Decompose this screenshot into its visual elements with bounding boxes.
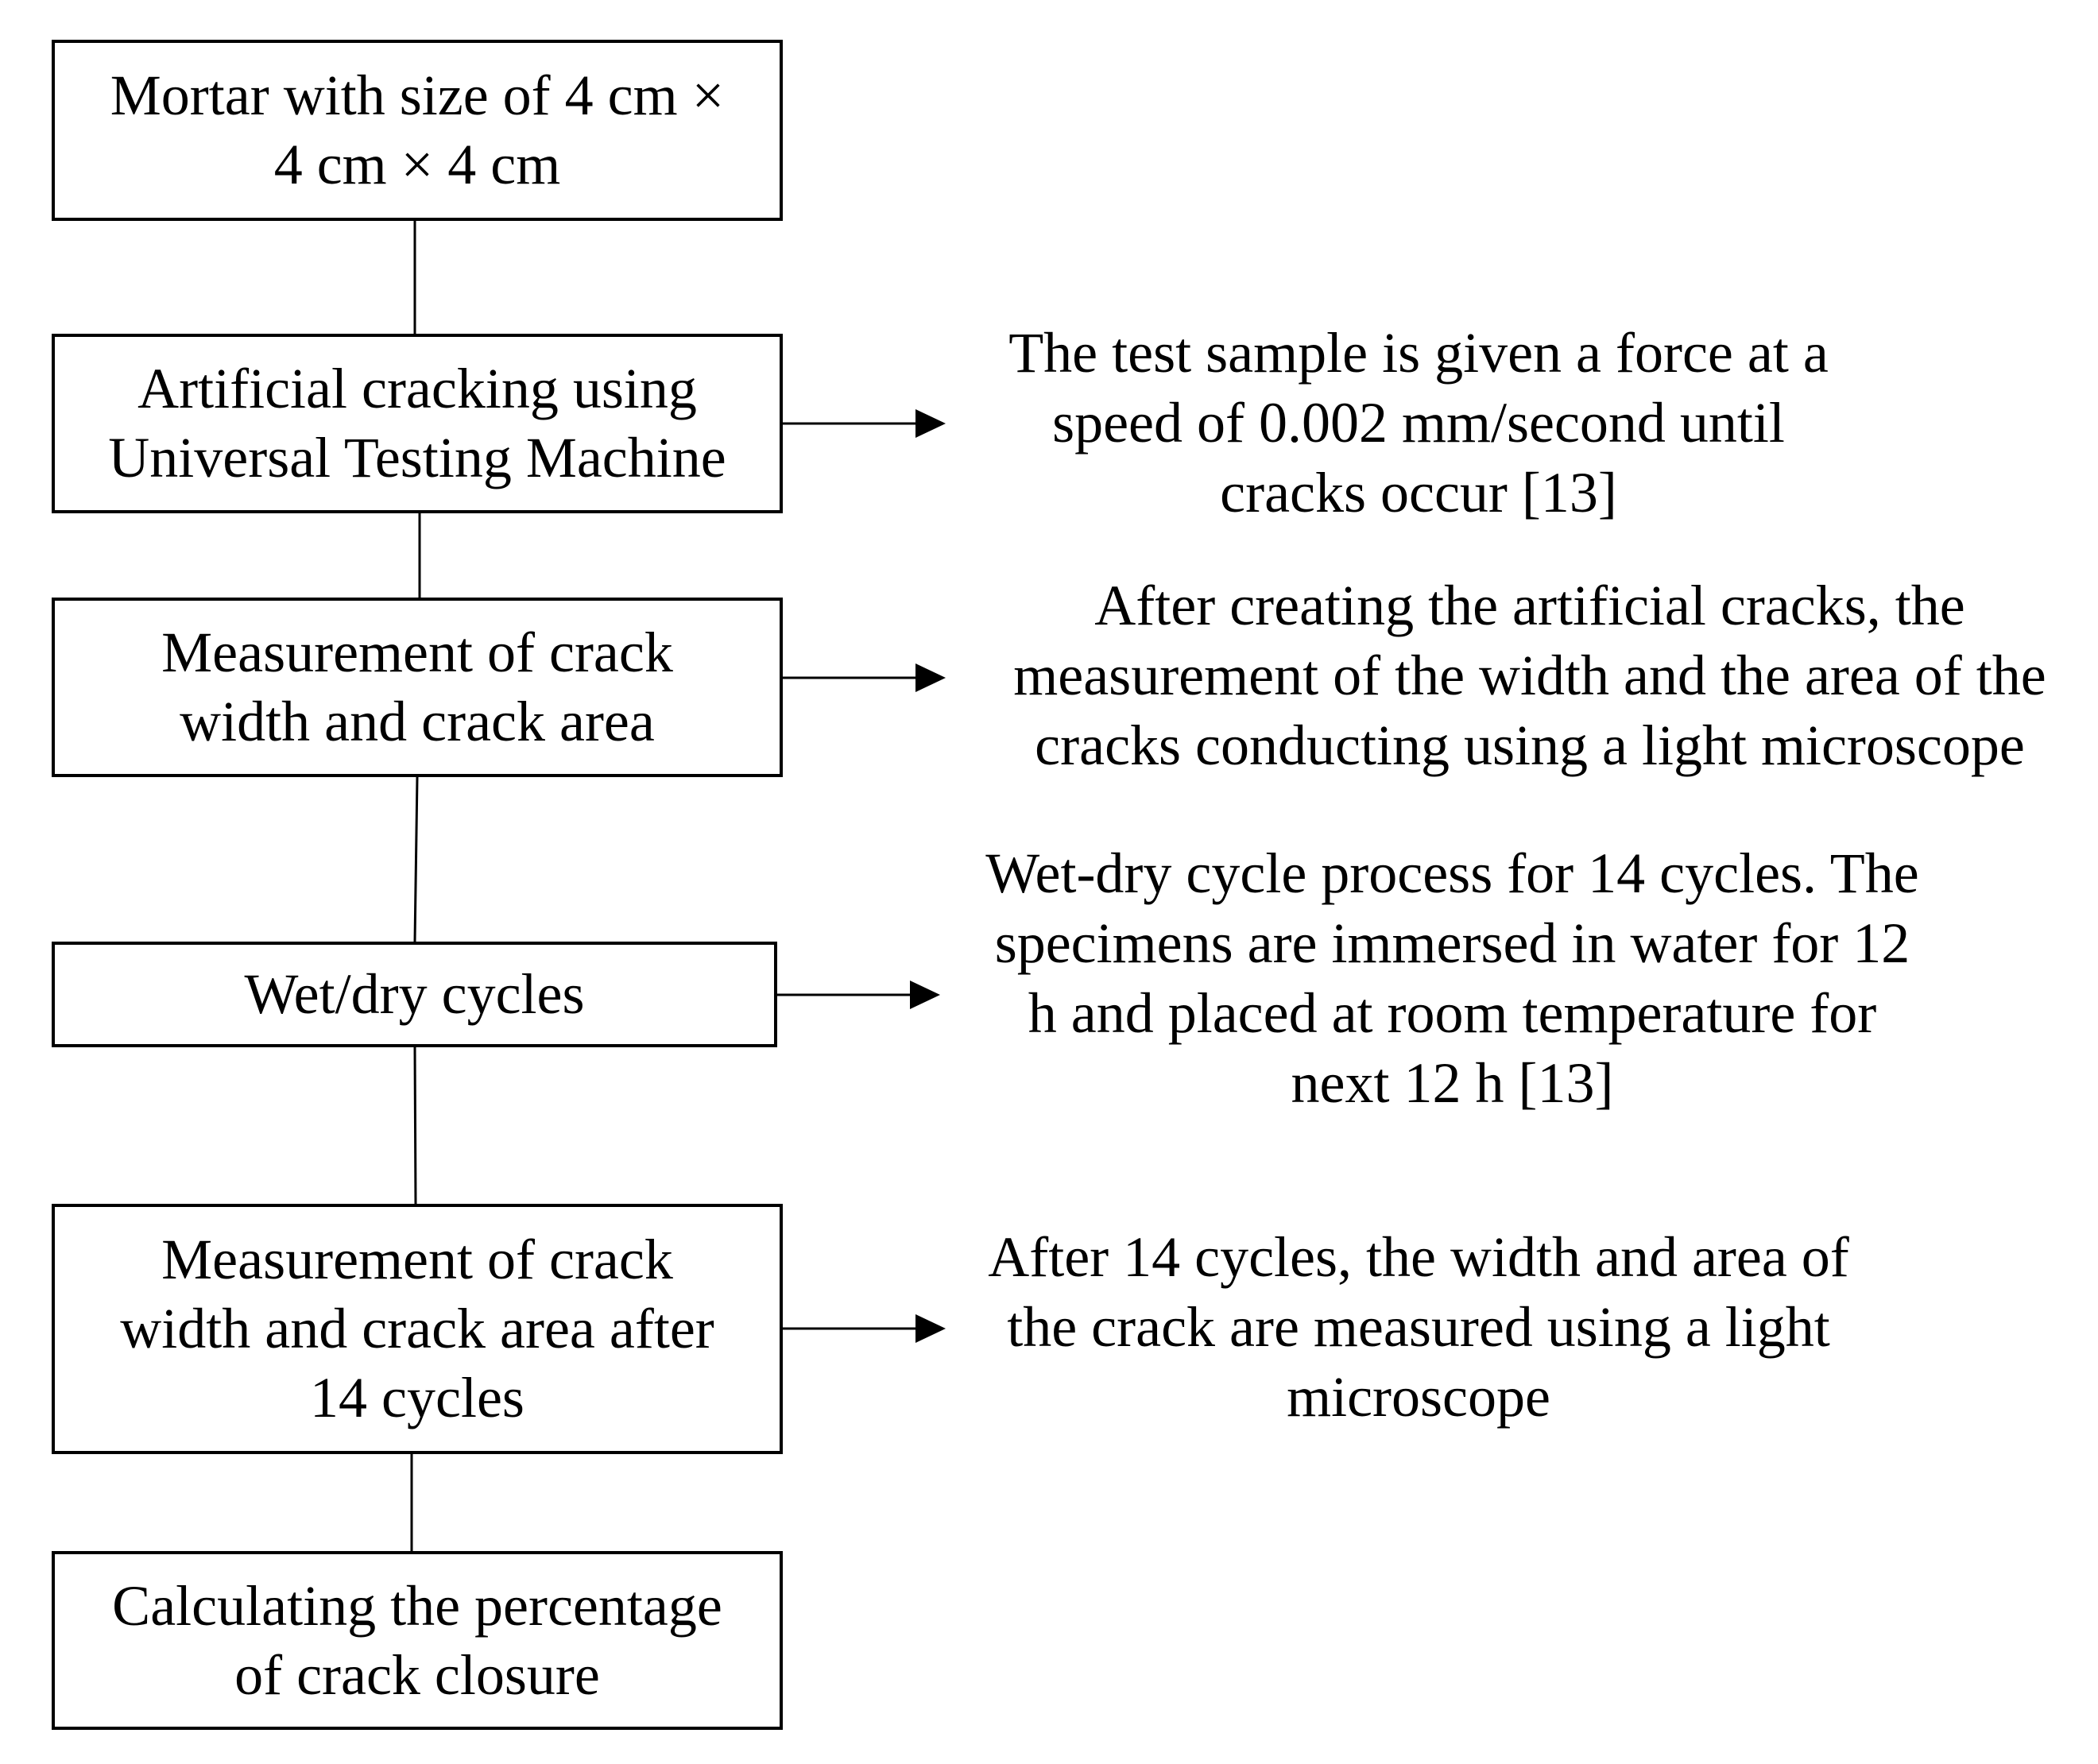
step-crack-measurement-after: Measurement of crack width and crack are…: [52, 1204, 783, 1454]
arrow-step3-note2: [783, 663, 946, 692]
step-wet-dry-cycles-label: Wet/dry cycles: [244, 962, 585, 1026]
step-mortar-specimen-label: Mortar with size of 4 cm × 4 cm × 4 cm: [110, 64, 725, 196]
step-crack-measurement-label: Measurement of crack width and crack are…: [161, 621, 673, 753]
step-mortar-specimen: Mortar with size of 4 cm × 4 cm × 4 cm: [52, 40, 783, 221]
step-artificial-cracking-label: Artificial cracking using Universal Test…: [108, 357, 726, 489]
arrow-step5-note4: [783, 1314, 946, 1343]
step-crack-measurement: Measurement of crack width and crack are…: [52, 598, 783, 777]
step-crack-closure-calculation-label: Calculating the percentage of crack clos…: [112, 1573, 722, 1707]
step-crack-closure-calculation: Calculating the percentage of crack clos…: [52, 1551, 783, 1730]
note-microscope-measurement: After creating the artificial cracks, th…: [1013, 574, 2046, 777]
step-wet-dry-cycles: Wet/dry cycles: [52, 942, 777, 1047]
note-wet-dry-process: Wet-dry cycle process for 14 cycles. The…: [985, 841, 1919, 1115]
note-cracking-force: The test sample is given a force at a sp…: [1008, 321, 1829, 524]
note-after-cycles-measurement: After 14 cycles, the width and area of t…: [988, 1225, 1849, 1429]
step-artificial-cracking: Artificial cracking using Universal Test…: [52, 334, 783, 513]
step-crack-measurement-after-label: Measurement of crack width and crack are…: [120, 1228, 714, 1429]
connector-line-4-5: [413, 1046, 417, 1205]
connector-line-3-4: [413, 776, 419, 942]
arrow-step2-note1: [783, 409, 946, 438]
arrow-step4-note3: [777, 981, 940, 1009]
